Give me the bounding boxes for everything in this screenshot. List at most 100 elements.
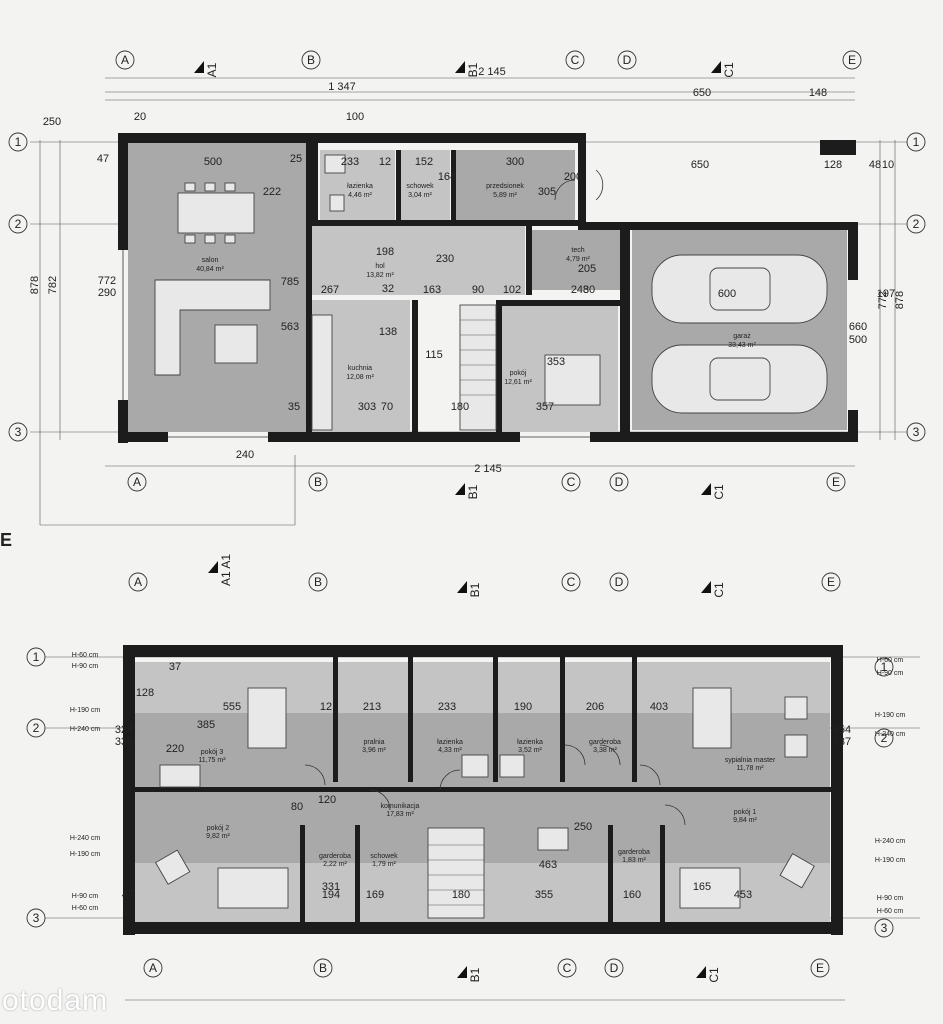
- gf-dim-29: 305: [538, 186, 556, 198]
- ff-dim-25: 165: [693, 881, 711, 893]
- gf-grid-right-2-label: 2: [913, 217, 920, 231]
- ff-grid-top-E: [821, 572, 841, 592]
- ff-dim-11: 338: [115, 736, 133, 748]
- gf-dim-depth-right1: 772: [877, 291, 889, 309]
- gf-dim-34: 197: [877, 288, 895, 300]
- ff-section-B1-top-label: B1: [468, 582, 482, 597]
- gf-dim-20: 25: [290, 153, 302, 165]
- gf-dim-bottom-width: 2 145: [474, 463, 502, 475]
- ff-dim-22: 453: [734, 889, 752, 901]
- gf-grid-bottom-B: [308, 472, 328, 492]
- gf-dim-42: 100: [346, 111, 364, 123]
- ff-grid-top-C: [561, 572, 581, 592]
- ff-grid-bottom-D: [604, 958, 624, 978]
- gf-dim-1: 233: [341, 156, 359, 168]
- ff-room-5-name: sypialnia master: [725, 757, 776, 764]
- gf-room-0-name: salon: [202, 257, 219, 264]
- gf-room-2-name: schowek: [406, 183, 434, 190]
- gf-grid-right-1-label: 1: [913, 135, 920, 149]
- gf-dim-31: 240: [236, 449, 254, 461]
- gf-room-2-area: 3,04 m²: [408, 192, 432, 199]
- gf-room-1-name: łazienka: [347, 183, 373, 190]
- ff-room-4-area: 3,38 m²: [593, 747, 617, 754]
- gf-section-C1-top-label: C1: [722, 62, 736, 78]
- gf-dim-25: 32: [382, 283, 394, 295]
- gf-grid-right-3: [906, 422, 926, 442]
- gf-dim-9: 163: [423, 284, 441, 296]
- gf-dim-6: 222: [263, 186, 281, 198]
- ff-dim-18: 169: [366, 889, 384, 901]
- gf-dim-35: 772: [98, 275, 116, 287]
- gf-grid-top-B: [301, 50, 321, 70]
- gf-dim-17: 180: [451, 401, 469, 413]
- gf-grid-left-2: [8, 214, 28, 234]
- ff-dim-5: 12: [320, 701, 332, 713]
- watermark-logo: otodam: [2, 984, 109, 1017]
- ff-room-0-area: 11,75 m²: [198, 757, 226, 764]
- ff-dim-20: 355: [535, 889, 553, 901]
- gf-grid-right-2: [906, 214, 926, 234]
- ff-grid-left-2: [26, 718, 46, 738]
- ff-grid-left-2-label: 2: [33, 721, 40, 735]
- ff-dim-13: 337: [833, 736, 851, 748]
- ff-grid-top-C-label: C: [567, 575, 576, 589]
- ff-room-11-name: pokój 1: [734, 809, 757, 816]
- gf-grid-left-3-label: 3: [15, 425, 22, 439]
- gf-section-C1-bottom-label: C1: [712, 484, 726, 500]
- gf-room-8-area: 33,43 m²: [728, 342, 756, 349]
- gf-grid-right-1: [906, 132, 926, 152]
- gf-section-B1-top-label: B1: [466, 62, 480, 77]
- ff-grid-top-D: [609, 572, 629, 592]
- gf-dim-39: 48: [869, 159, 881, 171]
- gf-dim-15: 353: [547, 356, 565, 368]
- ff-dim-2: 555: [223, 701, 241, 713]
- gf-dim-36: 660: [849, 321, 867, 333]
- gf-dim-0: 500: [204, 156, 222, 168]
- gf-room-7-area: 12,61 m²: [504, 379, 532, 386]
- gf-section-C1-top: [711, 61, 721, 73]
- ff-grid-bottom-C-label: C: [563, 961, 572, 975]
- gf-room-3-area: 5,89 m²: [493, 192, 517, 199]
- ff-grid-left-3-label: 3: [33, 911, 40, 925]
- ff-grid-top-A: [128, 572, 148, 592]
- ff-grid-left-1-label: 1: [33, 650, 40, 664]
- ff-dim-3: 385: [197, 719, 215, 731]
- ff-room-0-name: pokój 3: [201, 749, 224, 756]
- ff-dim-15: 120: [318, 794, 336, 806]
- ff-height-right-1: H-90 cm: [877, 670, 904, 677]
- gf-dim-3: 300: [506, 156, 524, 168]
- gf-dim-11: 102: [503, 284, 521, 296]
- ff-height-left-0: H-60 cm: [72, 652, 99, 659]
- gf-dim-8: 267: [321, 284, 339, 296]
- ff-grid-bottom-B-label: B: [319, 961, 327, 975]
- ff-section-C1-bottom-label: C1: [707, 967, 721, 983]
- ff-room-2-name: łazienka: [437, 739, 463, 746]
- ff-section-A1-top: [208, 561, 218, 573]
- gf-dim-24: 138: [379, 326, 397, 338]
- ff-room-6-area: 9,82 m²: [206, 833, 230, 840]
- ff-grid-top-B: [308, 572, 328, 592]
- gf-room-6-name: kuchnia: [348, 365, 372, 372]
- ff-grid-right-1: [874, 657, 894, 677]
- section-letter: E: [0, 530, 13, 550]
- ff-room-3-name: łazienka: [517, 739, 543, 746]
- ff-dim-16: 331: [322, 881, 340, 893]
- ff-grid-top-A-label: A: [134, 575, 142, 589]
- ff-grid-right-1-label: 1: [881, 660, 888, 674]
- gf-dim-41: 20: [134, 111, 146, 123]
- ff-height-right-6: H-90 cm: [877, 895, 904, 902]
- ff-height-right-7: H-60 cm: [877, 908, 904, 915]
- ff-grid-top-B-label: B: [314, 575, 322, 589]
- gf-grid-bottom-B-label: B: [314, 475, 322, 489]
- gf-dim-33: 164: [438, 171, 456, 183]
- ff-dim-19: 180: [452, 889, 470, 901]
- gf-dim-10: 90: [472, 284, 484, 296]
- gf-room-4-area: 13,82 m²: [366, 272, 394, 279]
- gf-section-B1-bottom-label: B1: [466, 484, 480, 499]
- gf-grid-bottom-C: [561, 472, 581, 492]
- gf-grid-top-D-label: D: [623, 53, 632, 67]
- ff-dim-10: 324: [115, 724, 133, 736]
- gf-dim-4: 650: [691, 159, 709, 171]
